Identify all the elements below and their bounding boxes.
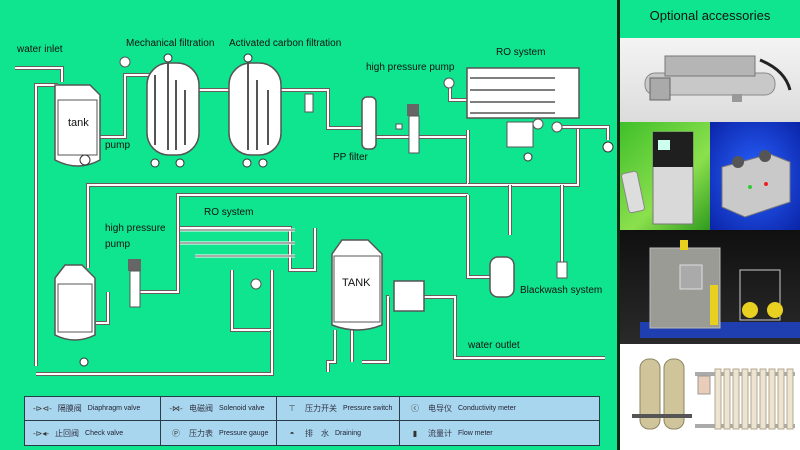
- top-high-pressure-pump: [395, 104, 420, 154]
- top-tank: [54, 84, 101, 167]
- top-ro-system: [466, 67, 614, 162]
- process-diagram: .p{fill:none;stroke:#6b5b5b;stroke-width…: [15, 38, 614, 446]
- pressure-gauges: [119, 56, 563, 290]
- ozone-machine-photo: [710, 122, 800, 230]
- pp-filter-label: PP filter: [333, 152, 368, 163]
- main-tank-label: TANK: [342, 277, 371, 289]
- bottom-high-pressure-pump: [128, 259, 141, 308]
- bottom-left-tank: [54, 264, 96, 367]
- bottom-ro-system: [180, 228, 295, 258]
- dosing-system-photo: [620, 230, 800, 344]
- pressure-gauge-icon: Ⓟ: [172, 428, 180, 438]
- top-hp-pump-label: high pressure pump: [366, 62, 455, 73]
- water-outlet-label: water outlet: [468, 340, 520, 351]
- accessories-panel: Optional accessories: [620, 0, 800, 450]
- ozone-generator-photo: [620, 122, 710, 230]
- accessories-title: Optional accessories: [649, 8, 771, 23]
- pipes: [15, 66, 610, 376]
- pump-label: pump: [105, 140, 131, 151]
- check-valve-icon: -⊳◂-: [33, 428, 50, 438]
- carbon-filter: [228, 53, 282, 168]
- water-inlet-label: water inlet: [17, 44, 63, 55]
- backwash-system-label: Blackwash system: [520, 285, 603, 296]
- flow-meter-icon: [304, 93, 314, 113]
- solenoid-valve-icon: -⋈-: [169, 404, 183, 413]
- diaphragm-valve-icon: -⊳⊲-: [33, 404, 52, 413]
- panel-divider: [617, 0, 620, 450]
- pp-filter: [361, 96, 377, 150]
- top-tank-label: tank: [68, 117, 89, 129]
- top-ro-system-label: RO system: [496, 47, 546, 58]
- ultrafiltration-photo: [620, 344, 800, 450]
- uv-sterilizer-photo: [620, 38, 800, 122]
- bottom-hp-pump-label-1: high pressure: [105, 223, 166, 234]
- activated-carbon-label: Activated carbon filtration: [229, 38, 342, 49]
- main-tank: [331, 239, 383, 331]
- mechanical-filter: [146, 53, 200, 168]
- flow-meter-icon: ▮: [412, 428, 418, 438]
- conductivity-meter-icon: ⓒ: [411, 404, 419, 413]
- pipe-network: .p{fill:none;stroke:#6b5b5b;stroke-width…: [15, 53, 614, 376]
- mechanical-filtration-label: Mechanical filtration: [126, 38, 215, 49]
- bottom-hp-pump-label-2: pump: [105, 239, 131, 250]
- uv-unit: [393, 280, 425, 312]
- backwash-tank: [489, 256, 568, 298]
- draining-icon: ◓: [289, 428, 295, 438]
- pressure-switch-icon: ⊤: [288, 404, 296, 413]
- bottom-ro-system-label: RO system: [204, 207, 254, 218]
